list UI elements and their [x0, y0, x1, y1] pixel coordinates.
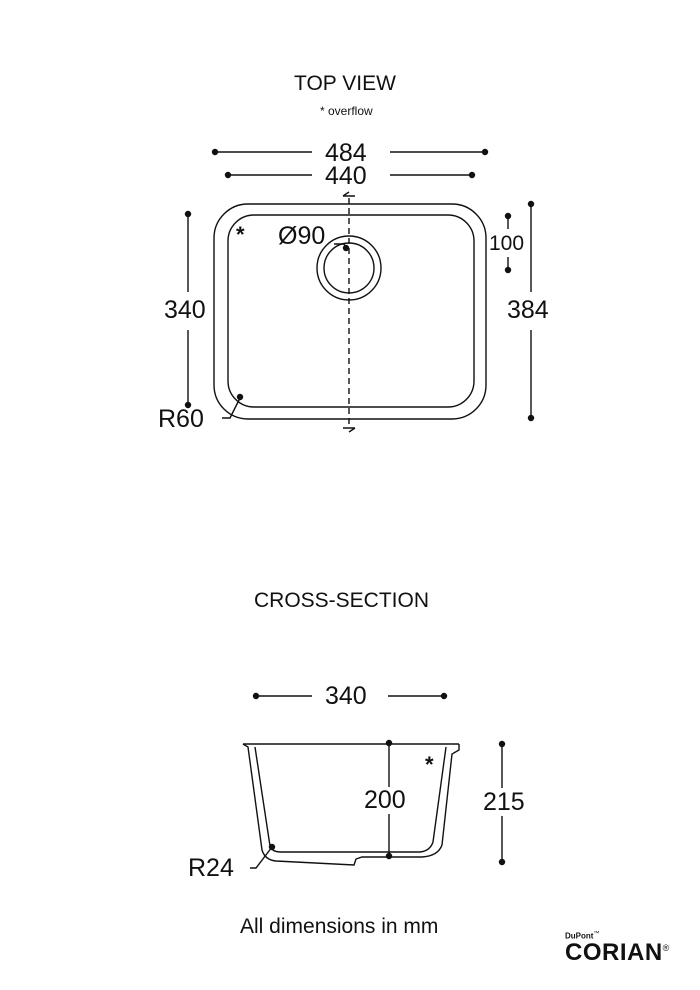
dim-section-width: 340 [325, 682, 367, 710]
cross-section-drawing [242, 692, 506, 869]
dim-440-end-left [224, 171, 232, 179]
dim-outer-depth: 215 [483, 788, 525, 816]
dim-484-end-right [481, 148, 489, 156]
dim-inner-depth: 200 [364, 786, 406, 814]
dim-corner-radius: R60 [158, 405, 204, 433]
dim-384-end-bottom [527, 414, 535, 422]
dim-drain-diameter: Ø90 [278, 222, 326, 250]
radius-leader [222, 397, 241, 419]
overflow-marker: * [236, 222, 245, 247]
brand-product: CORIAN® [565, 938, 670, 966]
brand-logo: DuPont™ CORIAN® [565, 931, 670, 965]
dim-inner-length: 340 [164, 296, 206, 324]
dim-384-end-top [527, 200, 535, 208]
dim-340-end-bottom [184, 401, 192, 409]
brand-maker: DuPont™ [565, 931, 600, 941]
cross-section-title: CROSS-SECTION [254, 589, 430, 612]
dim-drain-offset: 100 [489, 232, 525, 255]
dim-outer-width: 484 [325, 139, 367, 167]
dim-cs-340-end-left [252, 692, 260, 700]
overflow-note: * overflow [320, 104, 373, 118]
dim-100-end-top [504, 212, 512, 220]
dim-outer-length: 384 [507, 296, 549, 324]
dim-440-end-right [468, 171, 476, 179]
sink-outer-rim [213, 203, 487, 420]
section-inner-wall [254, 746, 447, 853]
sink-inner-basin [227, 214, 475, 408]
section-outer-wall [242, 743, 460, 866]
dim-inner-width: 440 [325, 162, 367, 190]
dim-484-end-left [211, 148, 219, 156]
dim-100-end-bottom [504, 266, 512, 274]
centre-line-break-bottom [343, 427, 356, 433]
top-view-title: TOP VIEW [294, 72, 396, 95]
section-overflow-marker: * [425, 752, 434, 777]
dim-cs-340-end-right [440, 692, 448, 700]
section-radius-leader [250, 846, 273, 869]
dim-340-end-top [184, 210, 192, 218]
dim-bottom-radius: R24 [188, 854, 234, 882]
units-note: All dimensions in mm [240, 915, 439, 938]
top-view-drawing [184, 148, 535, 433]
centre-line-break-top [342, 191, 355, 197]
